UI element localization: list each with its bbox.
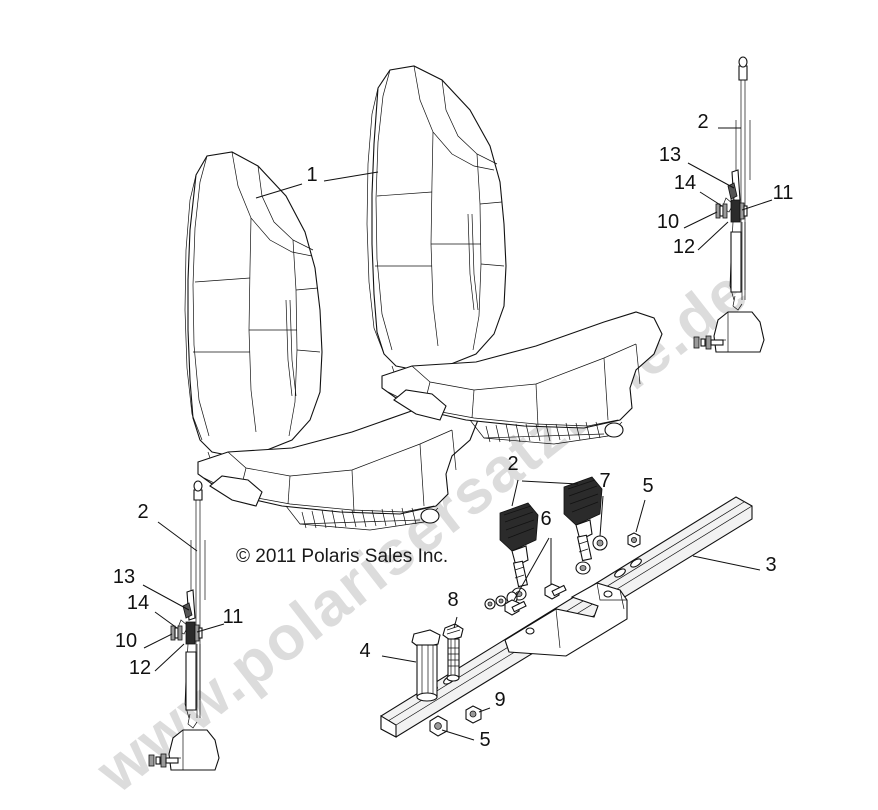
seat-assembly-left — [184, 151, 479, 531]
callout-2-buckles[interactable]: 2 — [507, 453, 518, 475]
callout-4[interactable]: 4 — [359, 640, 370, 662]
callout-14-right[interactable]: 14 — [674, 172, 696, 194]
callout-13-left[interactable]: 13 — [113, 566, 135, 588]
buckle-right — [563, 476, 603, 575]
belt-assembly-left — [148, 480, 220, 771]
washer-7 — [592, 535, 608, 551]
leader-3 — [692, 555, 761, 571]
belt-hardware-left — [170, 621, 203, 645]
callout-13-right[interactable]: 13 — [659, 144, 681, 166]
callout-10-right[interactable]: 10 — [657, 211, 679, 233]
belt-assembly-right — [693, 56, 765, 353]
callout-12-right[interactable]: 12 — [673, 236, 695, 258]
copyright-text: © 2011 Polaris Sales Inc. — [236, 546, 448, 567]
seat-assembly-right — [366, 65, 663, 445]
nut-5-upper — [627, 532, 641, 548]
nut-9 — [465, 705, 482, 724]
callout-6[interactable]: 6 — [540, 508, 551, 530]
callout-11-right[interactable]: 11 — [773, 182, 794, 204]
retractor-bolt-right — [693, 335, 724, 350]
callout-9[interactable]: 9 — [494, 689, 505, 711]
callout-2-right[interactable]: 2 — [697, 111, 708, 133]
bolt-6-pair — [504, 583, 567, 616]
callout-10-left[interactable]: 10 — [115, 630, 137, 652]
leader-5-lower — [441, 729, 475, 741]
leader-9 — [478, 707, 491, 713]
nut-5-lower — [429, 715, 448, 737]
leader-7 — [599, 495, 604, 537]
callout-5-upper[interactable]: 5 — [642, 475, 653, 497]
bolt-8 — [442, 623, 464, 682]
callout-11-left[interactable]: 11 — [223, 606, 244, 628]
callout-leaders-right-belt — [683, 127, 773, 251]
buckle-left — [499, 502, 539, 601]
callout-numbers: 1 2 13 14 11 10 12 2 13 14 11 10 12 2 7 … — [113, 111, 794, 751]
callout-12-left[interactable]: 12 — [129, 657, 151, 679]
callout-8[interactable]: 8 — [447, 589, 458, 611]
callout-3[interactable]: 3 — [765, 554, 776, 576]
callout-1[interactable]: 1 — [306, 164, 317, 186]
callout-2-left[interactable]: 2 — [137, 501, 148, 523]
retractor-bolt-left — [148, 753, 179, 768]
callout-leaders-seats — [255, 171, 379, 199]
callout-leaders-6 — [513, 537, 552, 601]
callout-leaders-left-belt — [142, 521, 225, 672]
leader-5-upper — [635, 499, 646, 533]
callout-leaders-buckles — [511, 479, 579, 507]
callout-7[interactable]: 7 — [599, 470, 610, 492]
belt-hardware-right — [715, 199, 748, 223]
seat-slide-teeth-left — [299, 507, 421, 529]
seat-slide-teeth-right — [483, 421, 605, 443]
bolt-4 — [411, 629, 441, 702]
callout-5-lower[interactable]: 5 — [479, 729, 490, 751]
leader-8 — [453, 616, 458, 629]
seat-rail — [380, 496, 753, 738]
leader-4 — [381, 655, 417, 663]
callout-14-left[interactable]: 14 — [127, 592, 149, 614]
